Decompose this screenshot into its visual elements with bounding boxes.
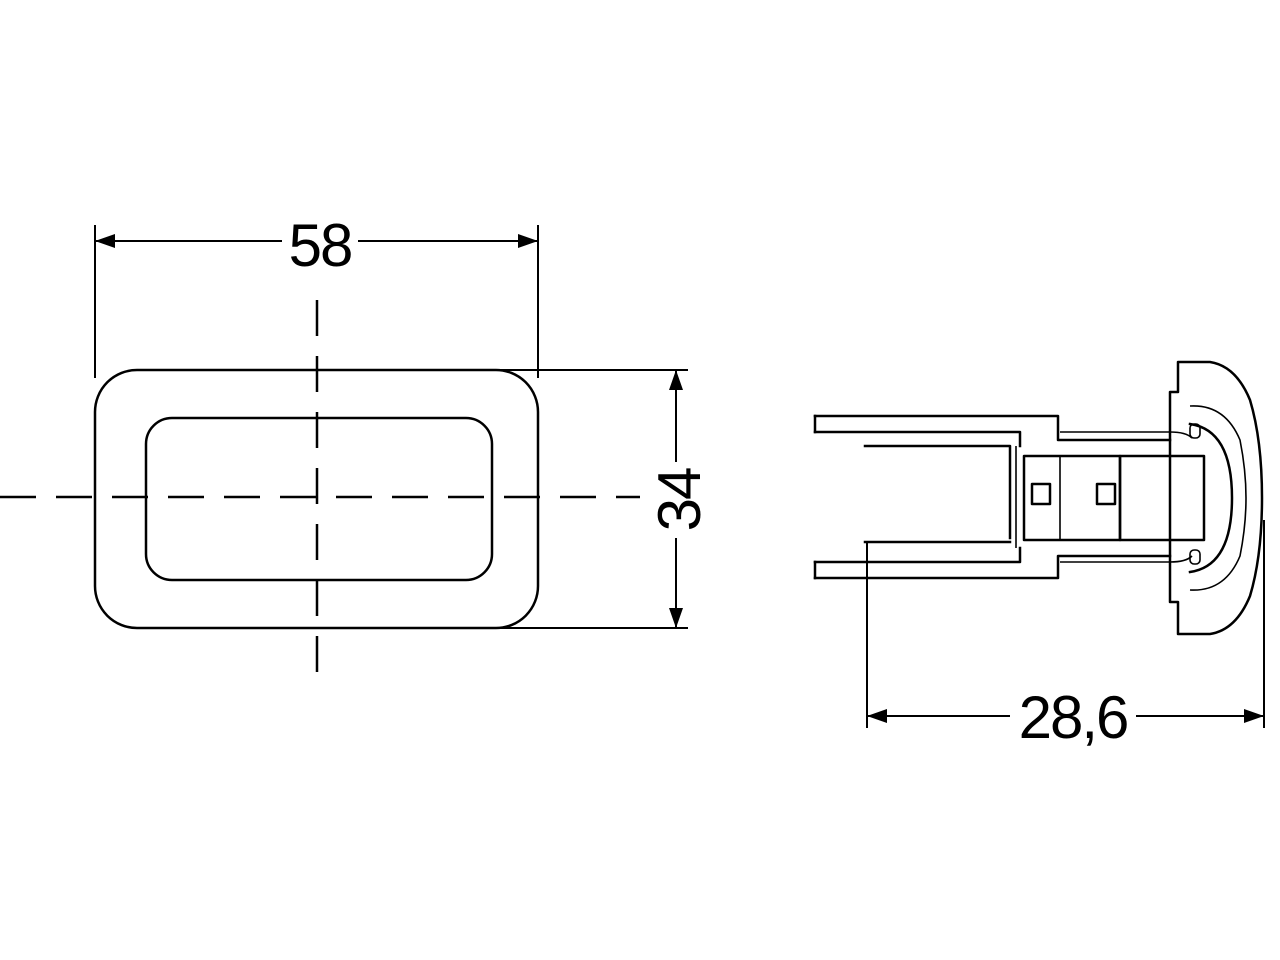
bulb-holder-outline: [1188, 422, 1234, 574]
width-dimension-label: 58: [289, 212, 352, 279]
depth-arrow-left: [867, 709, 887, 723]
wire-top: [1060, 431, 1193, 439]
height-arrow-top: [669, 370, 683, 390]
front-view: 58 34: [0, 212, 713, 690]
height-dimension-label: 34: [646, 468, 713, 531]
wire-bottom: [1060, 555, 1193, 563]
outer-housing-outline: [93, 368, 540, 630]
bulb-contact-top: [1189, 423, 1201, 439]
lens-cap-inner-line: [1189, 405, 1247, 591]
width-arrow-left: [95, 234, 115, 248]
depth-arrow-right: [1244, 709, 1264, 723]
side-view: 28,6: [813, 360, 1265, 751]
width-arrow-right: [518, 234, 538, 248]
inner-channel-upper: [863, 444, 1012, 540]
bulb-socket: [1118, 454, 1206, 542]
housing-top-flange: [813, 430, 1022, 448]
housing-lower-rail: [813, 554, 1172, 580]
depth-dimension-label: 28,6: [1019, 684, 1128, 751]
lens-cap-outline: [1168, 360, 1264, 636]
housing-bottom-flange: [813, 546, 1022, 564]
retainer-clip: [1022, 454, 1122, 542]
retainer-slot-left: [1030, 482, 1052, 506]
housing-upper-rail: [813, 414, 1172, 442]
height-arrow-bottom: [669, 608, 683, 628]
retainer-slot-right: [1095, 482, 1117, 506]
inner-lens-outline: [144, 416, 494, 582]
